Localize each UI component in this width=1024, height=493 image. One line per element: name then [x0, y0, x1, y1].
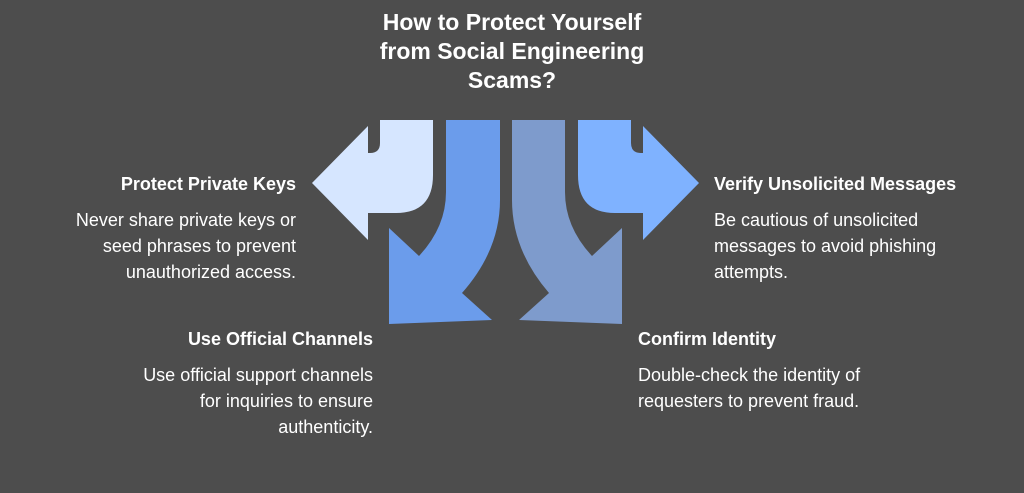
desc-line: messages to avoid phishing: [714, 236, 937, 256]
desc-line: requesters to prevent fraud.: [638, 391, 860, 411]
item-heading: Confirm Identity: [638, 329, 776, 349]
desc-line: attempts.: [714, 262, 789, 282]
item-description: Use official support channels for inquir…: [53, 362, 373, 440]
desc-line: Be cautious of unsolicited: [714, 210, 919, 230]
desc-line: Use official support channels: [143, 365, 373, 385]
item-protect-private-keys: Protect Private Keys Never share private…: [0, 171, 296, 285]
desc-line: seed phrases to prevent: [102, 236, 296, 256]
desc-line: Double-check the identity of: [638, 365, 861, 385]
item-confirm-identity: Confirm Identity Double-check the identi…: [638, 326, 968, 414]
diagram-title: How to Protect Yourself from Social Engi…: [262, 8, 762, 95]
item-description: Never share private keys or seed phrases…: [0, 207, 296, 285]
item-heading: Verify Unsolicited Messages: [714, 174, 957, 194]
item-heading: Use Official Channels: [187, 329, 373, 349]
desc-line: Never share private keys or: [75, 210, 296, 230]
arrow-top-right: [578, 120, 699, 240]
arrow-bottom-left: [389, 120, 500, 324]
item-description: Double-check the identity of requesters …: [638, 362, 968, 414]
item-description: Be cautious of unsolicited messages to a…: [714, 207, 1014, 285]
arrow-bottom-right: [512, 120, 622, 324]
item-use-official-channels: Use Official Channels Use official suppo…: [53, 326, 373, 440]
item-verify-unsolicited-messages: Verify Unsolicited Messages Be cautious …: [714, 171, 1014, 285]
title-line-1: How to Protect Yourself: [382, 9, 642, 35]
title-line-2: from Social Engineering: [379, 38, 645, 64]
desc-line: unauthorized access.: [125, 262, 296, 282]
desc-line: authenticity.: [278, 417, 373, 437]
desc-line: for inquiries to ensure: [199, 391, 373, 411]
arrow-top-left: [312, 120, 433, 240]
title-line-3: Scams?: [467, 67, 557, 93]
item-heading: Protect Private Keys: [120, 174, 296, 194]
